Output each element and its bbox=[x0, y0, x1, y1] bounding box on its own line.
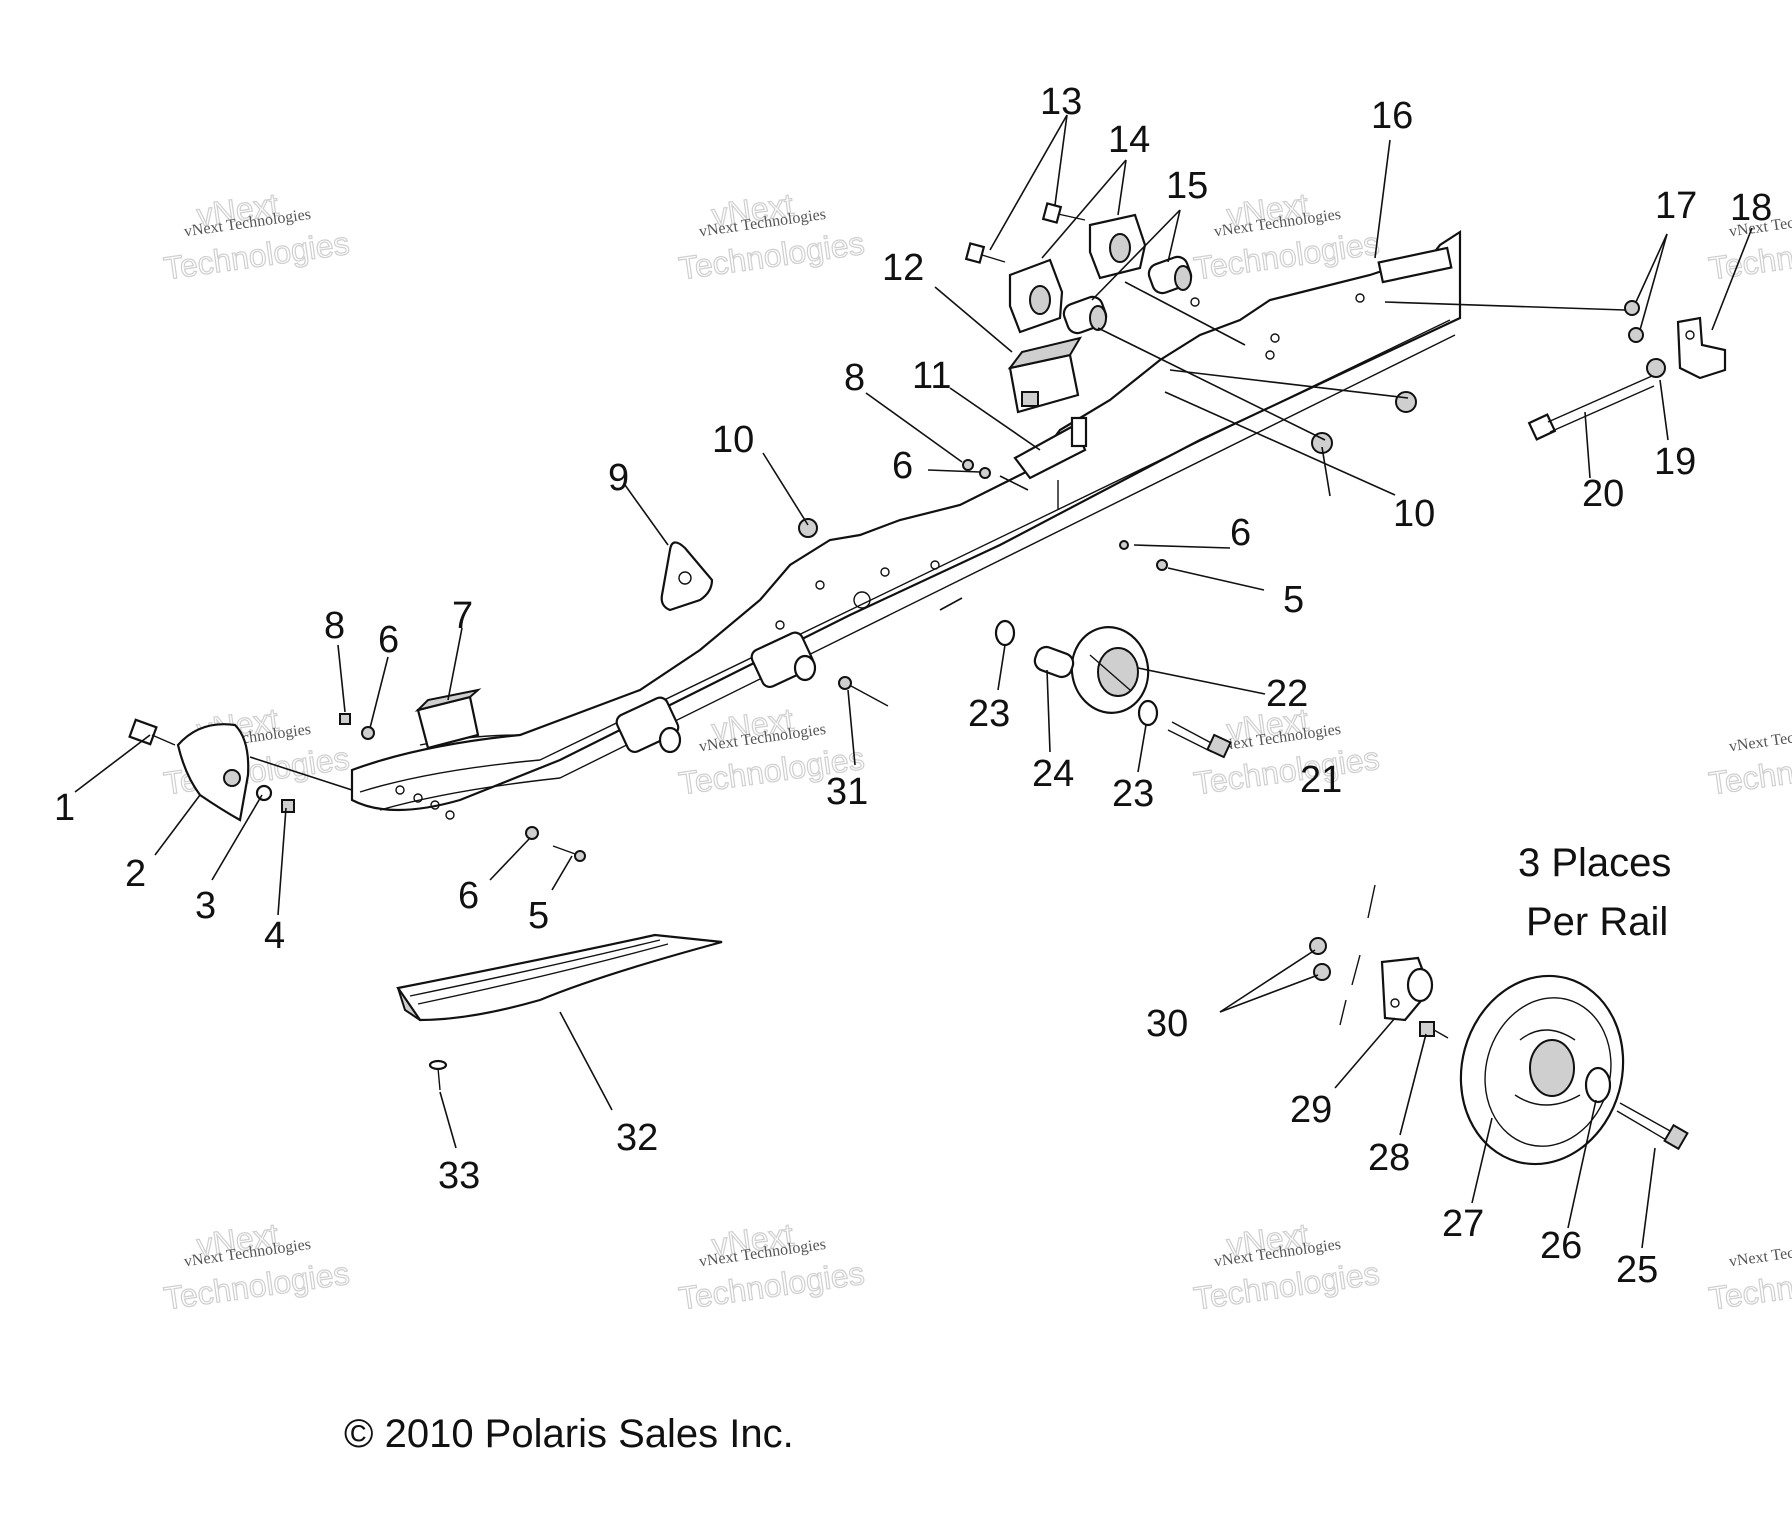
callout-17: 17 bbox=[1655, 185, 1697, 227]
nut bbox=[525, 826, 539, 840]
callout-24: 24 bbox=[1032, 753, 1074, 795]
watermark: Technologies vNext Technologies bbox=[1706, 721, 1792, 802]
svg-text:vNext Technologies: vNext Technologies bbox=[1728, 1236, 1792, 1271]
callout-7: 7 bbox=[452, 595, 473, 637]
nut bbox=[1156, 559, 1168, 571]
pin bbox=[838, 676, 889, 707]
callout-5: 5 bbox=[528, 895, 549, 937]
watermark: Technologies vNext vNext Technologies bbox=[676, 186, 867, 287]
callout-10: 10 bbox=[1393, 493, 1435, 535]
nut bbox=[1395, 391, 1417, 413]
watermark: Technologies vNext vNext Technologies bbox=[161, 186, 352, 287]
callout-6: 6 bbox=[458, 875, 479, 917]
svg-text:vNext Technologies: vNext Technologies bbox=[1728, 721, 1792, 756]
bolt bbox=[1167, 721, 1232, 759]
leader-lines bbox=[74, 114, 1753, 1249]
callout-10: 10 bbox=[712, 419, 754, 461]
bushing bbox=[1008, 213, 1147, 334]
front-tip bbox=[176, 723, 250, 822]
bolt bbox=[552, 845, 586, 862]
bolt bbox=[1527, 375, 1655, 441]
callout-5: 5 bbox=[1283, 579, 1304, 621]
callout-4: 4 bbox=[264, 915, 285, 957]
callout-23: 23 bbox=[968, 693, 1010, 735]
callout-1: 1 bbox=[54, 787, 75, 829]
roller-spacer bbox=[1062, 255, 1193, 335]
callout-6: 6 bbox=[378, 619, 399, 661]
callout-12: 12 bbox=[882, 247, 924, 289]
watermark: Technologies vNext vNext Technologies bbox=[1191, 186, 1382, 287]
washer bbox=[361, 726, 375, 740]
nut bbox=[1624, 300, 1640, 316]
watermark: Technologies vNext vNext Technologies bbox=[676, 1216, 867, 1317]
watermark: Technologies vNext Technologies bbox=[1706, 1236, 1792, 1317]
nut bbox=[1646, 358, 1666, 378]
nut bbox=[339, 713, 351, 725]
callout-13: 13 bbox=[1040, 81, 1082, 123]
callout-32: 32 bbox=[616, 1117, 658, 1159]
idler-wheel bbox=[1070, 626, 1150, 714]
washer bbox=[994, 619, 1016, 647]
rail-clip bbox=[1013, 416, 1088, 510]
callout-6: 6 bbox=[892, 445, 913, 487]
bracket bbox=[1676, 316, 1727, 380]
callout-3: 3 bbox=[195, 885, 216, 927]
washer bbox=[1137, 699, 1159, 727]
nut bbox=[962, 459, 974, 471]
callout-9: 9 bbox=[608, 457, 629, 499]
watermark: Technologies vNext vNext Technologies bbox=[161, 1216, 352, 1317]
copyright-text: © 2010 Polaris Sales Inc. bbox=[344, 1412, 794, 1456]
screw bbox=[428, 1059, 448, 1091]
note-line-1: 3 Places bbox=[1518, 841, 1671, 885]
washer bbox=[255, 784, 273, 802]
nut bbox=[1628, 327, 1644, 343]
callout-8: 8 bbox=[324, 605, 345, 647]
callout-19: 19 bbox=[1654, 441, 1696, 483]
nut bbox=[798, 518, 818, 538]
sleeve bbox=[1033, 645, 1075, 679]
note-line-2: Per Rail bbox=[1526, 900, 1668, 944]
mounting-plate bbox=[660, 541, 714, 612]
nut bbox=[1311, 432, 1333, 454]
callout-27: 27 bbox=[1442, 1203, 1484, 1245]
wheel-assembly bbox=[1309, 884, 1689, 1166]
slide-block bbox=[1007, 336, 1083, 414]
callout-28: 28 bbox=[1368, 1137, 1410, 1179]
washer bbox=[979, 467, 991, 479]
callout-30: 30 bbox=[1146, 1003, 1188, 1045]
callout-11: 11 bbox=[912, 355, 951, 397]
washer bbox=[1119, 540, 1129, 550]
callout-labels: 1 2 3 4 5 5 6 6 6 6 7 8 8 9 10 10 11 12 … bbox=[54, 81, 1772, 1291]
callout-20: 20 bbox=[1582, 473, 1624, 515]
callout-33: 33 bbox=[438, 1155, 480, 1197]
callout-26: 26 bbox=[1540, 1225, 1582, 1267]
callout-25: 25 bbox=[1616, 1249, 1658, 1291]
callout-8: 8 bbox=[844, 357, 865, 399]
bolt bbox=[964, 202, 1086, 264]
callout-18: 18 bbox=[1730, 187, 1772, 229]
callout-16: 16 bbox=[1371, 95, 1413, 137]
bolt bbox=[128, 718, 176, 746]
callout-21: 21 bbox=[1300, 759, 1342, 801]
wear-strip bbox=[396, 933, 723, 1022]
watermark: Technologies vNext vNext Technologies bbox=[1191, 1216, 1382, 1317]
rail-spacers bbox=[615, 631, 817, 754]
callout-31: 31 bbox=[826, 771, 868, 813]
callout-29: 29 bbox=[1290, 1089, 1332, 1131]
callout-6: 6 bbox=[1230, 512, 1251, 554]
callout-2: 2 bbox=[125, 853, 146, 895]
callout-15: 15 bbox=[1166, 165, 1208, 207]
callout-22: 22 bbox=[1266, 673, 1308, 715]
nut bbox=[281, 799, 295, 813]
callout-14: 14 bbox=[1108, 119, 1150, 161]
callout-23: 23 bbox=[1112, 773, 1154, 815]
